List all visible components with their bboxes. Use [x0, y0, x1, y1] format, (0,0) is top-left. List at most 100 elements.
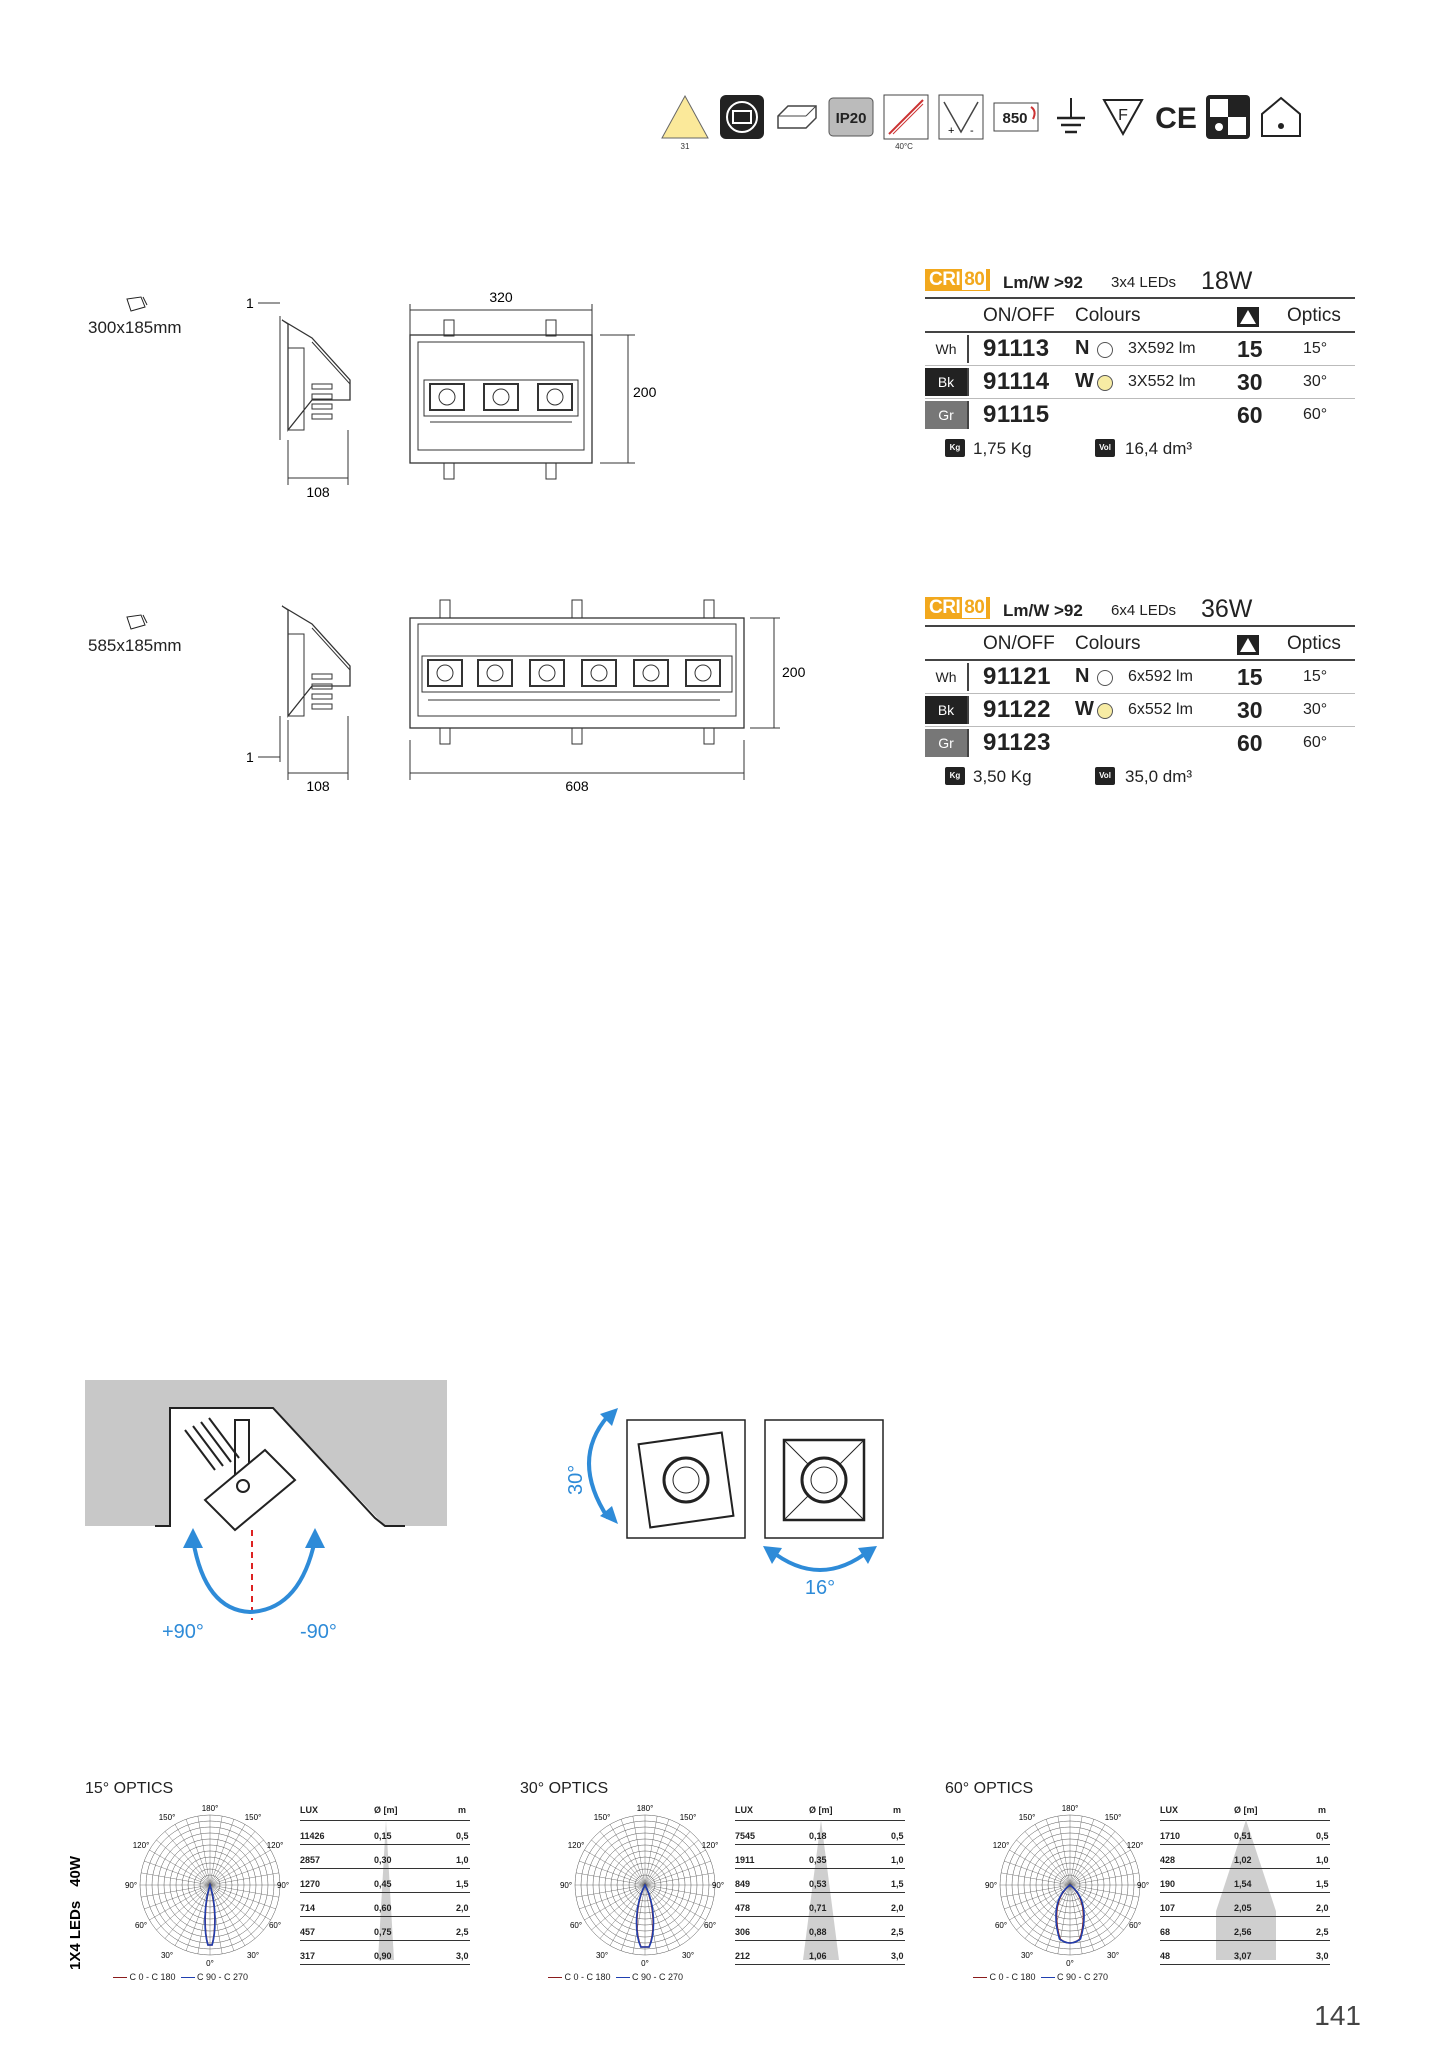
led-count: 6x4 LEDs — [1111, 602, 1177, 619]
finish-badge: Bk — [925, 696, 969, 724]
lumen: 6x552 lm — [1128, 701, 1193, 718]
svg-text:30°: 30° — [1107, 1951, 1119, 1960]
colour-swatch — [1097, 375, 1113, 391]
optic-angle: 60° — [1303, 734, 1328, 751]
tilt-plus: +90° — [162, 1621, 204, 1643]
weight: 3,50 Kg — [973, 767, 1032, 786]
col-colours: Colours — [1075, 305, 1141, 326]
svg-text:60°: 60° — [995, 1921, 1007, 1930]
optics-title: 15° OPTICS — [85, 1780, 174, 1797]
dim-right: 200 — [782, 664, 806, 680]
svg-text:30°: 30° — [682, 1951, 694, 1960]
spec-row: Wh 91113 N 3X592 lm 15 15° — [925, 333, 1355, 366]
lumen: 3X552 lm — [1128, 373, 1196, 390]
optic-code: 30 — [1237, 697, 1263, 723]
svg-text:30°: 30° — [161, 1951, 173, 1960]
f-mark-label: F — [1118, 107, 1128, 124]
svg-text:120°: 120° — [702, 1841, 719, 1850]
dim-bottom: 108 — [306, 484, 330, 500]
product-code: 91121 — [983, 663, 1051, 690]
light-triangle-value: 31 — [680, 142, 690, 151]
optics-title: 30° OPTICS — [520, 1780, 609, 1797]
led-count: 3x4 LEDs — [1111, 274, 1177, 291]
dim-side: 1 — [246, 749, 254, 765]
certification-icon-strip: 31 IP20 40°C +- 850 F CE — [660, 92, 1360, 152]
polar-diagram: 180°150°150°120°120°90°90°60°60°30°30°0° — [125, 1804, 289, 1968]
class-icon — [1203, 92, 1253, 142]
temperature-value: 40°C — [895, 142, 913, 151]
efficacy: Lm/W >92 — [1003, 601, 1083, 620]
product-code: 91115 — [983, 401, 1050, 428]
svg-text:+: + — [948, 125, 954, 137]
colour-code: N — [1075, 665, 1090, 687]
optic-code: 15 — [1237, 664, 1263, 690]
colour-rendering-icon: 850 — [991, 92, 1041, 142]
beam-icon — [1237, 307, 1259, 333]
col-colours: Colours — [1075, 633, 1141, 654]
tilt-illustration: +90° -90° — [85, 1380, 447, 1643]
page-number: 141 — [1314, 2000, 1361, 2031]
svg-text:120°: 120° — [267, 1841, 284, 1850]
lumen: 3X592 lm — [1128, 340, 1196, 357]
beam-icon — [1237, 635, 1259, 661]
polar-legend: C 0 - C 180 C 90 - C 270 — [548, 1972, 683, 1982]
tilt-minus: -90° — [300, 1621, 337, 1643]
colour-swatch — [1097, 342, 1113, 358]
svg-text:30°: 30° — [1021, 1951, 1033, 1960]
product-code: 91123 — [983, 729, 1051, 756]
col-optics: Optics — [1287, 305, 1341, 326]
swivel-angle: 16° — [805, 1577, 835, 1599]
svg-text:150°: 150° — [159, 1813, 176, 1822]
volume: 16,4 dm³ — [1125, 439, 1193, 458]
spec-row: Gr 91115 60 60° — [925, 399, 1355, 431]
svg-text:150°: 150° — [245, 1813, 262, 1822]
svg-text:90°: 90° — [985, 1881, 997, 1890]
weight-icon: Kg — [945, 767, 965, 785]
colour-code: W — [1075, 698, 1094, 720]
technical-drawing-36w: 1 108 608 200 — [246, 599, 806, 794]
product-code: 91122 — [983, 696, 1051, 723]
svg-text:150°: 150° — [1105, 1813, 1122, 1822]
svg-text:120°: 120° — [568, 1841, 585, 1850]
svg-text:180°: 180° — [637, 1804, 654, 1813]
temperature-icon — [881, 92, 931, 142]
finish-badge: Wh — [925, 335, 969, 363]
ce-mark-icon: CE — [1151, 92, 1201, 142]
cutout-icon — [125, 613, 149, 636]
svg-text:120°: 120° — [1127, 1841, 1144, 1850]
product-code: 91113 — [983, 335, 1050, 362]
col-onoff: ON/OFF — [983, 633, 1055, 654]
svg-text:120°: 120° — [993, 1841, 1010, 1850]
polar-diagram: 180°150°150°120°120°90°90°60°60°30°30°0° — [985, 1804, 1149, 1968]
svg-text:90°: 90° — [712, 1881, 724, 1890]
polar-diagram: 180°150°150°120°120°90°90°60°60°30°30°0° — [560, 1804, 724, 1968]
svg-text:90°: 90° — [560, 1881, 572, 1890]
cutout-size-2: 585x185mm — [88, 636, 182, 655]
lumen: 6x592 lm — [1128, 668, 1193, 685]
spec-row: Bk 91114 W 3X552 lm 30 30° — [925, 366, 1355, 399]
wattage: 18W — [1201, 267, 1253, 295]
svg-text:90°: 90° — [1137, 1881, 1149, 1890]
indoor-icon — [1256, 92, 1306, 142]
colour-swatch — [1097, 703, 1113, 719]
volume: 35,0 dm³ — [1125, 767, 1193, 786]
colour-code: W — [1075, 370, 1094, 392]
svg-text:1X4 LEDs40W: 1X4 LEDs40W — [67, 1855, 84, 1970]
optic-code: 30 — [1237, 369, 1263, 395]
polar-legend: C 0 - C 180 C 90 - C 270 — [113, 1972, 248, 1982]
spec-row: Wh 91121 N 6x592 lm 15 15° — [925, 661, 1355, 694]
